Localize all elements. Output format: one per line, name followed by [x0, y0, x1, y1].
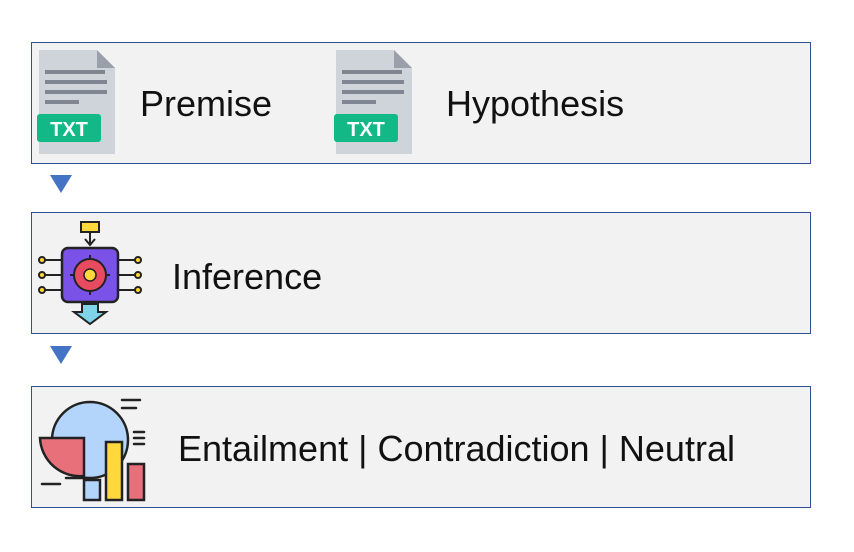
hypothesis-txt-badge: TXT: [347, 119, 385, 141]
premise-label: Premise: [140, 83, 273, 124]
triangle-down-arrow-icon: [50, 346, 72, 364]
triangle-down-arrow-icon: [50, 175, 72, 193]
premise-text-file-icon: TXT: [37, 50, 115, 154]
hypothesis-text-file-icon: TXT: [334, 50, 412, 154]
output-stage-box: [31, 386, 811, 508]
premise-txt-badge: TXT: [50, 119, 88, 141]
inference-label: Inference: [172, 256, 323, 297]
ai-chip-icon: [38, 221, 142, 326]
analytics-chart-icon: [38, 398, 146, 502]
input-stage-box: [31, 42, 811, 164]
inference-stage-box: [31, 212, 811, 334]
hypothesis-label: Hypothesis: [446, 83, 625, 124]
output-classes-label: Entailment | Contradiction | Neutral: [178, 428, 735, 469]
